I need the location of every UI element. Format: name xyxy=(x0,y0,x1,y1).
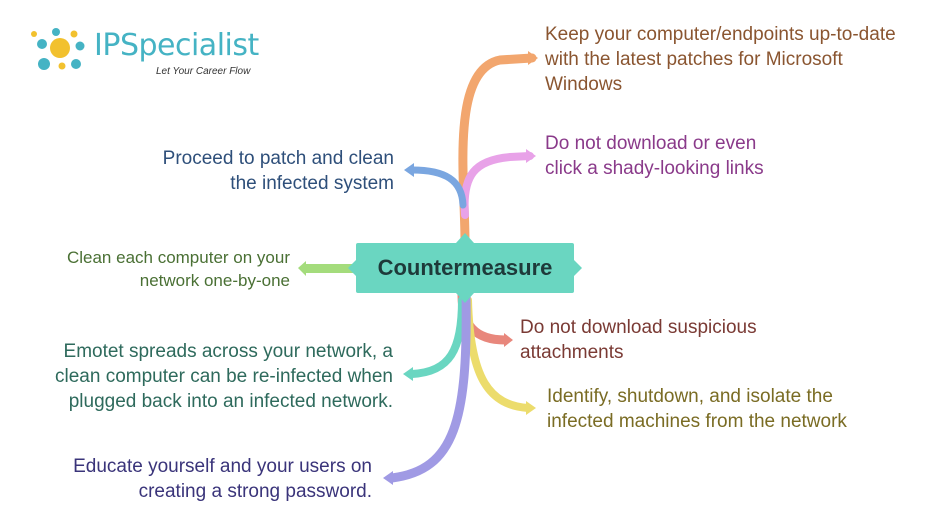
label-clean-each: Clean each computer on your network one-… xyxy=(66,248,290,290)
center-tip-top xyxy=(456,233,474,243)
logo-tagline: Let Your Career Flow xyxy=(156,66,251,77)
label-isolate-machines: Identify, shutdown, and isolate the infe… xyxy=(547,386,847,432)
center-tip-left xyxy=(348,260,356,276)
center-node-label: Countermeasure xyxy=(377,255,553,280)
branch-reinfection-arrow xyxy=(403,367,413,381)
branch-isolate-machines-arrow xyxy=(526,401,536,415)
branch-shady-links-arrow xyxy=(526,149,536,163)
label-strong-password: Educate yourself and your users on creat… xyxy=(73,456,372,502)
label-shady-links: Do not download or even click a shady-lo… xyxy=(545,133,764,179)
branch-clean-each xyxy=(304,264,354,273)
branch-keep-updated-arrow xyxy=(528,51,538,65)
ipspecialist-logo: IPSpecialist Let Your Career Flow xyxy=(28,24,268,84)
branch-clean-each-arrow xyxy=(298,261,306,276)
label-keep-updated: Keep your computer/endpoints up-to-date … xyxy=(545,24,896,95)
branch-patch-clean-arrow xyxy=(404,163,414,177)
branch-keep-updated xyxy=(458,53,537,247)
branch-reinfection xyxy=(408,296,466,378)
branch-suspicious-attachments-arrow xyxy=(504,333,513,347)
logo-wordmark: IPSpecialist xyxy=(94,28,259,63)
label-suspicious-attachments: Do not download suspicious attachments xyxy=(520,317,757,363)
branch-strong-password xyxy=(387,290,471,483)
branch-patch-clean xyxy=(408,166,467,209)
logo-dots-icon xyxy=(31,28,85,70)
branch-isolate-machines xyxy=(464,296,532,412)
center-tip-right xyxy=(574,260,582,276)
center-node: Countermeasure xyxy=(356,243,574,293)
branch-strong-password-arrow xyxy=(383,471,393,485)
label-patch-clean: Proceed to patch and clean the infected … xyxy=(162,148,394,194)
branch-shady-links xyxy=(460,152,534,219)
center-tip-bottom xyxy=(456,293,474,303)
label-reinfection: Emotet spreads across your network, a cl… xyxy=(55,341,393,412)
